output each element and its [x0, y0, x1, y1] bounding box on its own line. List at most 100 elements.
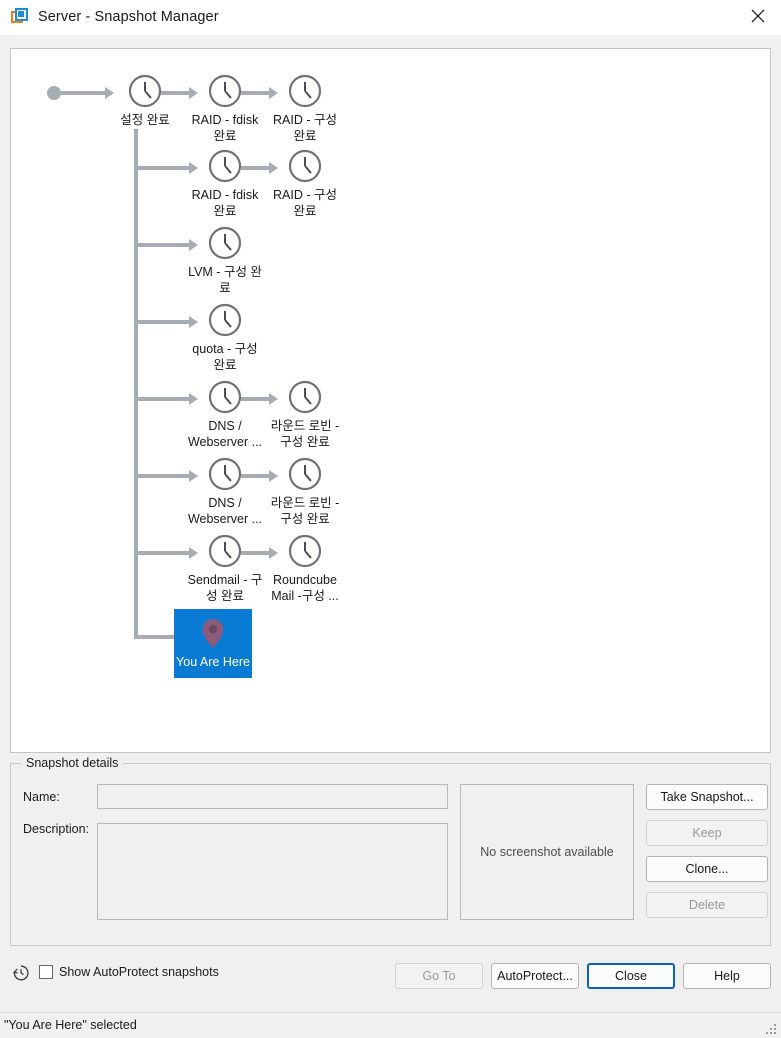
connector-arrow — [269, 162, 278, 174]
keep-button[interactable]: Keep — [646, 820, 768, 846]
snapshot-node-label: RAID - 구성 완료 — [273, 113, 337, 143]
clock-icon — [208, 226, 242, 260]
snapshot-node-label: 설정 완료 — [120, 113, 170, 127]
snapshot-node-label: LVM - 구성 완료 — [188, 265, 262, 295]
snapshot-node[interactable]: LVM - 구성 완료 — [186, 225, 264, 296]
snapshot-node[interactable]: RAID - 구성 완료 — [266, 148, 344, 219]
snapshot-node[interactable]: 라운드 로빈 - 구성 완료 — [266, 379, 344, 450]
snapshot-node-label: RAID - fdisk 완료 — [191, 188, 259, 218]
snapshot-node-label: 라운드 로빈 - 구성 완료 — [270, 496, 340, 526]
connector-line — [134, 243, 193, 247]
connector-arrow — [189, 470, 198, 482]
root-dot-icon — [47, 86, 61, 100]
connector-arrow — [269, 87, 278, 99]
snapshot-node-you-are-here[interactable]: You Are Here — [174, 609, 252, 678]
connector-arrow — [189, 162, 198, 174]
checkbox-box[interactable] — [39, 965, 53, 979]
snapshot-node-label: DNS / Webserver ... — [187, 419, 263, 449]
snapshot-node[interactable]: 라운드 로빈 - 구성 완료 — [266, 456, 344, 527]
snapshot-tree-panel[interactable]: 설정 완료 RAID - fdisk 완료 RAID - 구성 완료 — [10, 48, 771, 753]
help-button[interactable]: Help — [683, 963, 771, 989]
resize-grip-icon[interactable] — [766, 1024, 778, 1036]
snapshot-details-legend: Snapshot details — [21, 756, 124, 770]
status-message: "You Are Here" selected — [4, 1018, 137, 1032]
clock-icon — [288, 74, 322, 108]
clock-icon — [288, 457, 322, 491]
snapshot-node[interactable]: RAID - fdisk 완료 — [186, 148, 264, 219]
connector-line — [134, 320, 193, 324]
map-pin-icon — [202, 619, 224, 648]
connector-arrow — [269, 470, 278, 482]
trunk-line — [134, 129, 138, 639]
snapshot-node-label: You Are Here — [176, 655, 250, 669]
clock-icon — [208, 380, 242, 414]
snapshot-node[interactable]: Roundcube Mail -구성 ... — [266, 533, 344, 604]
snapshot-node-label: DNS / Webserver ... — [187, 496, 263, 526]
snapshot-tree-canvas: 설정 완료 RAID - fdisk 완료 RAID - 구성 완료 — [11, 49, 770, 752]
clone-button[interactable]: Clone... — [646, 856, 768, 882]
snapshot-node-label: Roundcube Mail -구성 ... — [271, 573, 339, 603]
connector-line — [134, 551, 193, 555]
snapshot-node[interactable]: 설정 완료 — [106, 73, 184, 128]
connector-line — [241, 397, 273, 401]
connector-line — [241, 474, 273, 478]
status-bar: "You Are Here" selected — [0, 1012, 781, 1038]
take-snapshot-button[interactable]: Take Snapshot... — [646, 784, 768, 810]
snapshot-node-label: 라운드 로빈 - 구성 완료 — [270, 419, 340, 449]
connector-line — [61, 91, 109, 95]
bottom-bar: Show AutoProtect snapshots Go To AutoPro… — [0, 950, 781, 1012]
delete-button[interactable]: Delete — [646, 892, 768, 918]
snapshot-node[interactable]: RAID - fdisk 완료 — [186, 73, 264, 144]
connector-line — [134, 397, 193, 401]
snapshot-node[interactable]: quota - 구성 완료 — [186, 302, 264, 373]
show-autoprotect-checkbox[interactable]: Show AutoProtect snapshots — [39, 965, 219, 979]
vmware-icon — [11, 8, 29, 26]
clock-icon — [208, 457, 242, 491]
connector-line — [134, 635, 193, 639]
clock-icon — [208, 149, 242, 183]
close-button[interactable]: Close — [587, 963, 675, 989]
clock-icon — [288, 149, 322, 183]
screenshot-preview: No screenshot available — [460, 784, 634, 920]
snapshot-node[interactable]: DNS / Webserver ... — [186, 456, 264, 527]
snapshot-node[interactable]: DNS / Webserver ... — [186, 379, 264, 450]
connector-arrow — [189, 393, 198, 405]
screenshot-placeholder-text: No screenshot available — [480, 845, 614, 859]
clock-icon — [208, 74, 242, 108]
connector-arrow — [269, 393, 278, 405]
clock-icon — [288, 534, 322, 568]
autoprotect-button[interactable]: AutoProtect... — [491, 963, 579, 989]
connector-arrow — [189, 316, 198, 328]
show-autoprotect-label: Show AutoProtect snapshots — [59, 965, 219, 979]
snapshot-node-label: quota - 구성 완료 — [192, 342, 258, 372]
window-title: Server - Snapshot Manager — [38, 9, 219, 25]
connector-line — [241, 166, 273, 170]
description-input[interactable] — [97, 823, 448, 920]
description-label: Description: — [23, 822, 89, 836]
connector-line — [241, 551, 273, 555]
snapshot-node[interactable]: Sendmail - 구성 완료 — [186, 533, 264, 604]
connector-arrow — [105, 87, 114, 99]
close-icon[interactable] — [735, 0, 781, 32]
snapshot-node[interactable]: RAID - 구성 완료 — [266, 73, 344, 144]
title-bar: Server - Snapshot Manager — [0, 0, 781, 35]
snapshot-node-label: RAID - fdisk 완료 — [191, 113, 259, 143]
connector-line — [134, 474, 193, 478]
clock-icon — [288, 380, 322, 414]
connector-line — [134, 166, 193, 170]
snapshot-node-label: RAID - 구성 완료 — [273, 188, 337, 218]
connector-line — [161, 91, 193, 95]
clock-icon — [128, 74, 162, 108]
name-input[interactable] — [97, 784, 448, 809]
connector-arrow — [269, 547, 278, 559]
go-to-button[interactable]: Go To — [395, 963, 483, 989]
name-label: Name: — [23, 790, 60, 804]
clock-icon — [208, 534, 242, 568]
history-clock-icon — [12, 965, 29, 981]
snapshot-node-label: Sendmail - 구성 완료 — [187, 573, 263, 603]
connector-arrow — [189, 239, 198, 251]
connector-arrow — [189, 547, 198, 559]
connector-line — [241, 91, 273, 95]
clock-icon — [208, 303, 242, 337]
